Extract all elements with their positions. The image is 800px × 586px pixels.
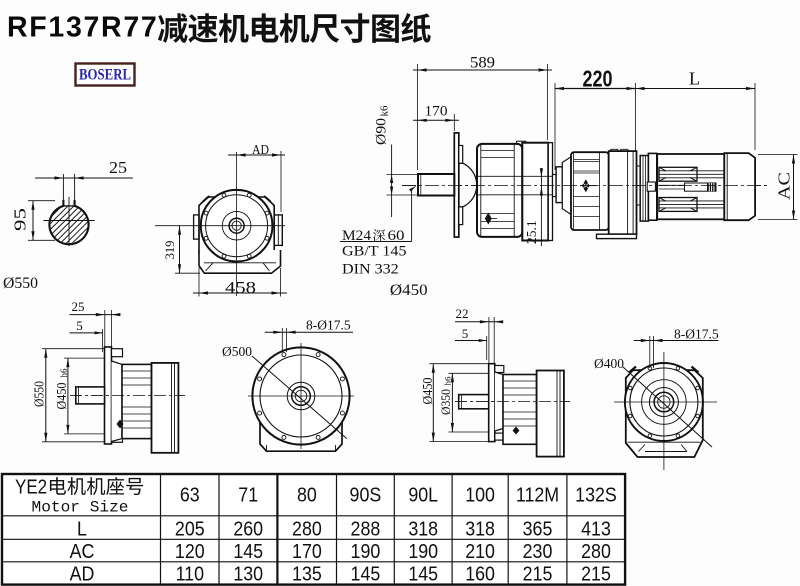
svg-text:190: 190 [408,541,438,563]
svg-text:205: 205 [175,518,205,540]
svg-text:63: 63 [180,484,200,506]
svg-text:5: 5 [462,326,469,341]
svg-text:Ø500: Ø500 [222,344,252,359]
svg-text:319: 319 [163,241,177,260]
svg-text:Motor Size: Motor Size [32,499,129,517]
svg-text:60: 60 [388,228,405,244]
svg-text:458: 458 [225,278,256,297]
svg-text:AC: AC [775,172,794,200]
svg-text:170: 170 [425,104,448,120]
svg-text:230: 230 [523,541,553,563]
svg-text:8-Ø17.5: 8-Ø17.5 [306,318,351,333]
svg-text:90L: 90L [408,484,438,506]
svg-text:AC: AC [70,541,95,563]
svg-text:130: 130 [233,563,263,585]
svg-text:80: 80 [297,484,317,506]
svg-text:280: 280 [581,541,611,563]
svg-text:Ø450: Ø450 [390,282,428,299]
svg-text:288: 288 [351,518,381,540]
svg-text:8-Ø17.5: 8-Ø17.5 [674,327,719,342]
svg-text:132S: 132S [575,484,617,506]
svg-text:h6: h6 [443,377,453,386]
svg-text:260: 260 [233,518,263,540]
svg-text:Ø550: Ø550 [3,275,38,292]
svg-text:112M: 112M [516,484,559,506]
svg-text:210: 210 [465,541,495,563]
svg-text:190: 190 [351,541,381,563]
svg-text:YE2: YE2 [15,475,47,498]
svg-text:RF137R77: RF137R77 [7,12,158,44]
svg-text:145: 145 [233,541,263,563]
svg-text:k6: k6 [380,106,391,117]
svg-text:365: 365 [523,518,553,540]
svg-text:215: 215 [581,563,611,585]
svg-text:170: 170 [292,541,322,563]
svg-text:5: 5 [76,318,83,333]
svg-text:Ø550: Ø550 [32,381,47,407]
svg-text:280: 280 [292,518,322,540]
svg-text:220: 220 [583,66,613,92]
svg-text:160: 160 [465,563,495,585]
svg-text:215: 215 [523,563,553,585]
svg-text:Ø450: Ø450 [54,382,69,409]
svg-text:AD: AD [252,143,269,158]
svg-text:AD: AD [70,563,95,585]
svg-text:DIN 332: DIN 332 [342,262,399,278]
svg-text:413: 413 [581,518,611,540]
svg-text:M24: M24 [342,228,372,244]
svg-text:Ø90: Ø90 [374,118,390,145]
svg-text:145: 145 [408,563,438,585]
svg-text:589: 589 [470,55,495,72]
svg-text:h6: h6 [59,368,69,378]
svg-text:71: 71 [238,484,258,506]
svg-text:Ø450: Ø450 [420,377,435,404]
svg-text:90S: 90S [350,484,382,506]
svg-text:L: L [689,69,700,89]
svg-text:25: 25 [72,299,85,314]
svg-text:Ø350: Ø350 [438,389,453,415]
svg-text:22: 22 [456,306,469,321]
svg-text:Ø400: Ø400 [594,356,624,371]
svg-text:BOSERL: BOSERL [79,67,131,84]
svg-text:GB/T 145: GB/T 145 [342,244,407,260]
svg-text:318: 318 [465,518,495,540]
svg-text:25: 25 [109,158,127,177]
svg-text:145: 145 [351,563,381,585]
svg-text:120: 120 [175,541,205,563]
svg-text:95: 95 [11,208,30,231]
svg-text:25.1: 25.1 [524,220,539,244]
svg-text:100: 100 [465,484,495,506]
svg-text:135: 135 [292,563,322,585]
svg-text:L: L [77,518,87,540]
svg-text:318: 318 [408,518,438,540]
svg-text:110: 110 [176,563,204,585]
